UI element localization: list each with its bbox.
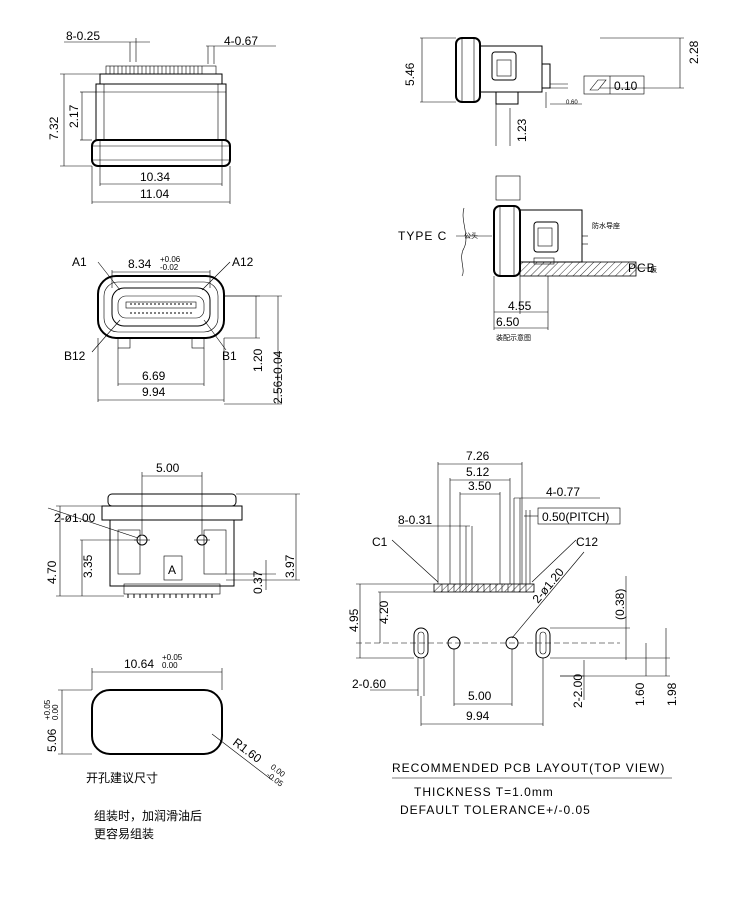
dim-495: 4.95: [347, 608, 361, 632]
dim-160: 1.60: [633, 682, 647, 706]
bottom-view: A 5.00 2-ø1.00 4.70 3.35 3.97 0.37: [45, 461, 300, 598]
dim-994: 9.94: [142, 385, 166, 399]
pitch: 0.50(PITCH): [542, 510, 609, 524]
cutout-view: 10.64 +0.05 0.00 5.06 +0.05 0.00 R1.60 0…: [43, 653, 287, 841]
a-marker-box: [163, 555, 183, 581]
pin-a12: A12: [232, 255, 254, 269]
dim-650: 6.50: [496, 315, 520, 329]
cutout-width-tol-down: 0.00: [162, 661, 178, 670]
dim-397: 3.97: [283, 554, 297, 578]
cutout-width-tol-up: +0.05: [162, 653, 183, 662]
front-outer: [97, 275, 225, 339]
dim-side-060: 0.60: [566, 100, 578, 106]
label-c1: C1: [372, 535, 388, 549]
dim-834-tol-down: -0.02: [160, 263, 179, 272]
dim-834: 8.34: [128, 257, 152, 271]
tabs-note: 4-0.67: [224, 34, 258, 48]
dim-width-1034: 10.34: [140, 170, 170, 184]
pcb-board: [519, 261, 637, 277]
flatness-icon: [589, 79, 607, 91]
pin-b1: B1: [222, 349, 237, 363]
dim-side-546: 5.46: [403, 62, 417, 86]
type-c-label: TYPE C: [398, 229, 447, 243]
dim-2-060: 2-0.60: [352, 677, 386, 691]
plug-label: 公头: [464, 231, 478, 240]
seal-ring: [91, 139, 231, 167]
pcb-layout-title: RECOMMENDED PCB LAYOUT(TOP VIEW): [392, 761, 665, 775]
pcb-suffix: 板: [650, 265, 657, 274]
pin-a1: A1: [72, 255, 87, 269]
dim-256: 2.56±0.04: [271, 350, 285, 404]
assembly-note-2: 更容易组装: [94, 826, 154, 841]
dim-834-tol-up: +0.06: [160, 255, 181, 264]
pcb-layout: 7.26 5.12 3.50 4-0.77 0.50(PITCH) 8-0.31…: [347, 449, 679, 817]
pin-b12: B12: [64, 349, 86, 363]
dim-120: 1.20: [251, 348, 265, 372]
dim-height-732: 7.32: [47, 116, 61, 140]
dim-420: 4.20: [377, 600, 391, 624]
thickness-note: THICKNESS T=1.0mm: [414, 785, 554, 799]
dim-2-120: 2-ø1.20: [530, 565, 568, 606]
front-opening: [111, 287, 211, 327]
dim-512: 5.12: [466, 465, 490, 479]
top-cap: [99, 73, 223, 85]
dim-pcb-994: 9.94: [466, 709, 490, 723]
cutout-title: 开孔建议尺寸: [86, 771, 158, 785]
dim-726: 7.26: [466, 449, 490, 463]
pcb-label: PCB: [628, 261, 656, 275]
cutout-width: 10.64: [124, 657, 154, 671]
side-view: 5.46 2.28 1.23 0.10 0.60: [403, 37, 701, 146]
pin-row-top: [105, 65, 217, 75]
cutout-height-tol-up: +0.05: [43, 699, 52, 720]
dim-4-077: 4-0.77: [546, 485, 580, 499]
main-body: [95, 83, 227, 141]
front-view: 8.34 +0.06 -0.02 A1 A12 B12 B1 1.20 2.56…: [64, 255, 285, 405]
assembly-caption: 装配示意图: [496, 333, 531, 342]
dim-bottom-500: 5.00: [156, 461, 180, 475]
dim-pcb-500: 5.00: [468, 689, 492, 703]
dim-side-228: 2.28: [687, 40, 701, 64]
cutout-height: 5.06: [45, 728, 59, 752]
dim-8-031: 8-0.31: [398, 513, 432, 527]
dim-height-217: 2.17: [67, 104, 81, 128]
tolerance-note: DEFAULT TOLERANCE+/-0.05: [400, 803, 591, 817]
cutout-height-tol-down: 0.00: [51, 704, 60, 720]
cutout-outline: [91, 689, 223, 755]
assembly-section: TYPE C 公头 防水导座 PCB 板 4.55 6.50 装配示意图: [398, 175, 657, 342]
dim-455: 4.55: [508, 299, 532, 313]
dim-width-1104: 11.04: [140, 187, 169, 201]
seat-label: 防水导座: [592, 221, 620, 230]
holes-note: 2-ø1.00: [54, 511, 96, 525]
dim-198: 1.98: [665, 682, 679, 706]
dim-037: 0.37: [251, 570, 265, 594]
dim-335: 3.35: [81, 554, 95, 578]
dim-470: 4.70: [45, 560, 59, 584]
flatness-frame: [583, 75, 645, 95]
flatness-value: 0.10: [614, 79, 638, 93]
side-seal: [455, 37, 481, 103]
label-c12: C12: [576, 535, 598, 549]
top-front-view: 8-0.25 4-0.67 7.32 2.17 10.34 11.04: [47, 29, 276, 204]
assembly-note-1: 组装时，加润滑油后: [94, 809, 202, 823]
dim-038: (0.38): [613, 589, 627, 620]
bottom-body: [109, 519, 235, 587]
pins-note: 8-0.25: [66, 29, 100, 43]
a-marker: A: [168, 563, 176, 577]
dim-2-200: 2-2.00: [571, 674, 585, 708]
dim-350: 3.50: [468, 479, 492, 493]
dim-side-123: 1.23: [515, 118, 529, 142]
dim-669: 6.69: [142, 369, 166, 383]
